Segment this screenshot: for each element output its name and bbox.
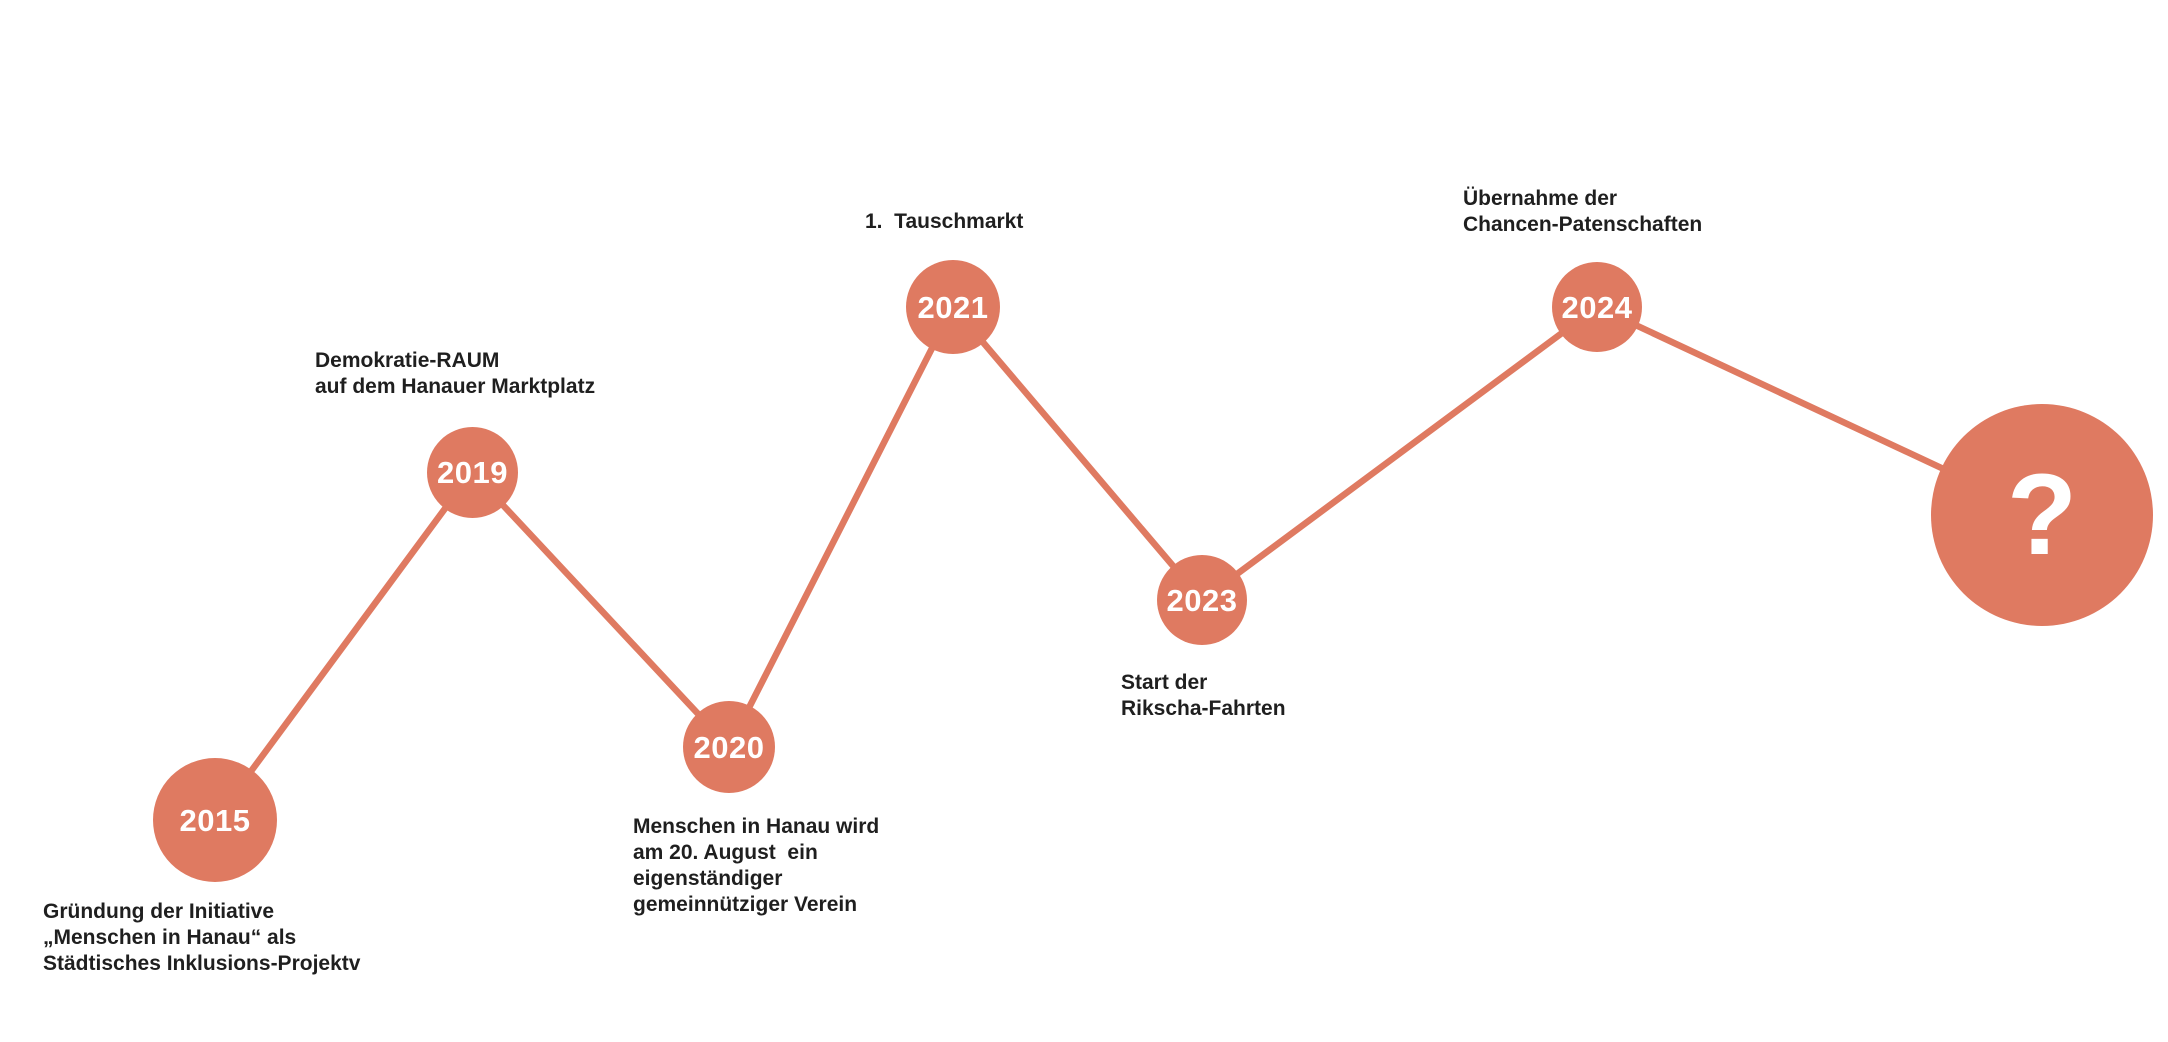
year-label-2019: 2019 [437,455,508,490]
timeline-label-2019: Demokratie-RAUM auf dem Hanauer Marktpla… [315,349,596,398]
timeline-label-2024: Übernahme der Chancen-Patenschaften [1463,187,1703,236]
timeline-node-2024: 2024 [1552,262,1642,352]
question-mark-icon: ? [2006,450,2078,579]
timeline-label-2021: 1. Tauschmarkt [865,210,1024,233]
timeline-label-2023: Start der Rikscha-Fahrten [1121,671,1286,720]
timeline-node-future: ? [1931,404,2153,626]
timeline-node-2015: 2015 [153,758,277,882]
timeline-node-2019: 2019 [427,427,518,518]
timeline-node-2021: 2021 [906,260,1000,354]
year-label-2023: 2023 [1166,582,1238,618]
year-label-2015: 2015 [179,802,251,838]
timeline-label-2015: Gründung der Initiative „Menschen in Han… [43,900,361,975]
timeline-label-2020: Menschen in Hanau wird am 20. August ein… [633,815,880,916]
timeline-node-2023: 2023 [1157,555,1247,645]
year-label-2024: 2024 [1561,289,1633,325]
year-label-2021: 2021 [917,289,989,325]
year-label-2020: 2020 [693,729,765,765]
timeline-node-2020: 2020 [683,701,775,793]
